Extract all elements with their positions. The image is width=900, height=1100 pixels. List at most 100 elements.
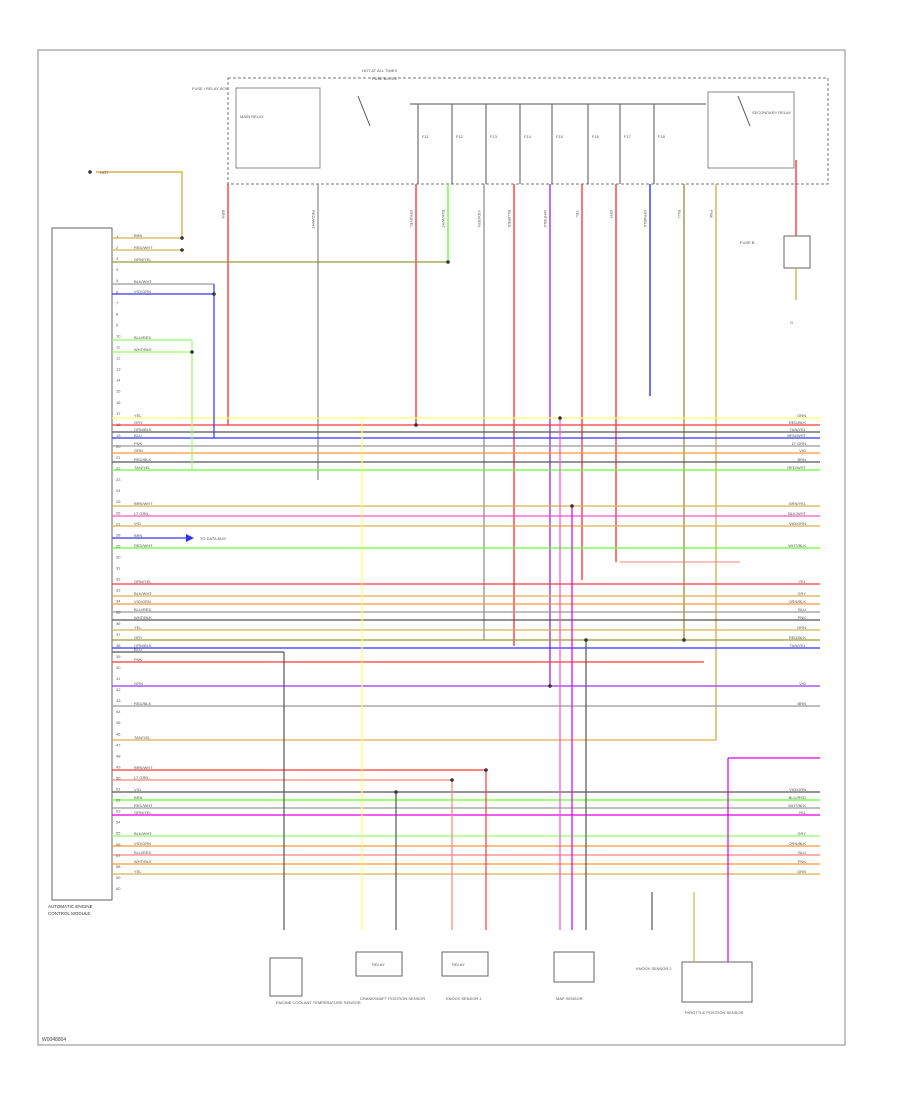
pin-number: 32 [116, 577, 121, 582]
row-wire-label: YEL [134, 413, 142, 418]
row-wire-label: VIO [134, 787, 141, 792]
row-end-label: GRY [797, 831, 806, 836]
pin-number: 49 [116, 764, 121, 769]
row-end-label: BLK/WHT [788, 511, 806, 516]
pin-number: 52 [116, 798, 121, 803]
drop-wire-label: GRY [609, 210, 614, 219]
pin-number: 34 [116, 599, 121, 604]
pin-number: 4 [116, 267, 119, 272]
pin-number: 2 [116, 245, 119, 250]
coolant-sensor [269, 957, 303, 997]
coolant-sensor-label: ENGINE COOLANT TEMPERATURE SENSOR [276, 1000, 361, 1005]
row-end-label: BRN [798, 701, 807, 706]
row-wire-label: LT GRN [134, 511, 148, 516]
row-wire-label: GRY [134, 635, 143, 640]
fuse-label: F15 [556, 134, 564, 139]
fuse-b-component [783, 235, 811, 269]
pin-number: 9 [116, 322, 119, 327]
drop-wire-label: WHT/BLK [543, 210, 548, 228]
row-end-label: VIO/GRN [789, 521, 806, 526]
pin-number: 14 [116, 378, 121, 383]
pin-number: 44 [116, 709, 121, 714]
footer-code: W0048804 [42, 1037, 66, 1043]
row-wire-label: WHT/BLK [134, 615, 152, 620]
row-end-label: BRN [798, 457, 807, 462]
drop-wire-label: BLU/RED [507, 210, 512, 227]
row-wire-label: RED/WHT [134, 803, 153, 808]
row-end-label: YEL [798, 579, 806, 584]
supply-wire [96, 171, 183, 240]
pin-number: 58 [116, 864, 121, 869]
pin-number: 7 [116, 300, 119, 305]
row-end-label: YEL [798, 810, 806, 815]
map-sensor [553, 951, 595, 983]
row-wire-label: GRN/YEL [134, 579, 152, 584]
drop-wire-label: BLU [677, 210, 682, 218]
splice-dot [180, 248, 184, 252]
row-end-label: PNK [798, 615, 807, 620]
drop-wire-label: BRN [221, 210, 226, 219]
row-wire-label: TAN/YEL [134, 735, 151, 740]
row-wire-label: BLU/RED [134, 850, 151, 855]
pin-number: 13 [116, 367, 121, 372]
row-end-label: BLU [798, 850, 806, 855]
pin-number: 55 [116, 831, 121, 836]
pin-number: 6 [116, 289, 119, 294]
module-title-line1: AUTOMATIC ENGINE [48, 904, 93, 909]
pin-number: 30 [116, 554, 121, 559]
row-wire-label: BRN/WHT [134, 765, 153, 770]
pin-number: 25 [116, 499, 121, 504]
row-wire-label: LT GRN [134, 775, 148, 780]
supply-point [88, 170, 92, 174]
row-wire-label: GRN [134, 681, 143, 686]
splice-dot [570, 504, 574, 508]
knock-sensor-1-label: KNOCK SENSOR 1 [446, 996, 482, 1001]
splice-dot [484, 768, 488, 772]
pin-number: 12 [116, 356, 121, 361]
pin-number: 5 [116, 278, 119, 283]
row-wire-label: RED/WHT [134, 245, 153, 250]
throttle-sensor-label: THROTTLE POSITION SENSOR [684, 1010, 743, 1015]
pin-number: 20 [116, 444, 121, 449]
row-wire-label: WHT/BLK [134, 859, 152, 864]
fuse-relay-box-label: FUSE / RELAY BOX [192, 86, 229, 91]
row-wire-label: BRN [134, 795, 143, 800]
ground-label: G [790, 320, 793, 325]
pin-number: 31 [116, 566, 121, 571]
pin-number: 23 [116, 477, 121, 482]
drop-wire-label: YEL [575, 210, 580, 218]
crank-sensor-label: CRANKSHAFT POSITION SENSOR [360, 996, 425, 1001]
row-wire-label: GRY [134, 420, 143, 425]
row-wire-label: ORN/BLK [134, 427, 152, 432]
row-end-label: RED/BLK [789, 635, 806, 640]
row-wire-label: RED/BLK [134, 457, 151, 462]
pin-number: 37 [116, 632, 121, 637]
row-wire-label: TAN/YEL [134, 465, 151, 470]
fuse-label: F13 [490, 134, 498, 139]
pin-number: 54 [116, 820, 121, 825]
splice-dot [180, 236, 184, 240]
fuse-b-label: FUSE B [740, 240, 755, 245]
row-end-label: VIO [799, 448, 806, 453]
drop-wire-label: BLK/WHT [441, 210, 446, 228]
row-wire-label: BLK/WHT [134, 591, 152, 596]
splice-dot [190, 350, 194, 354]
row-end-label: GRN [797, 869, 806, 874]
row-end-label: RED/WHT [787, 465, 806, 470]
row-wire-label: BLU [134, 433, 142, 438]
pin-number: 46 [116, 731, 121, 736]
pin-number: 41 [116, 676, 121, 681]
row-wire-label: BLK/WHT [134, 279, 152, 284]
pin-number: 3 [116, 256, 119, 261]
row-end-label: ORN/BLK [788, 599, 806, 604]
drop-wire-label: VIO/GRN [477, 210, 482, 227]
row-end-label: GRN [797, 625, 806, 630]
row-wire-label: BLU/RED [134, 335, 151, 340]
row-wire-label: BRN [134, 533, 143, 538]
splice-dot [450, 778, 454, 782]
drop-wire-label: PNK [709, 210, 714, 219]
pin-number: 19 [116, 433, 121, 438]
pin-number: 18 [116, 422, 121, 427]
pin-number: 48 [116, 753, 121, 758]
row-wire-label: RED/BLK [134, 701, 151, 706]
